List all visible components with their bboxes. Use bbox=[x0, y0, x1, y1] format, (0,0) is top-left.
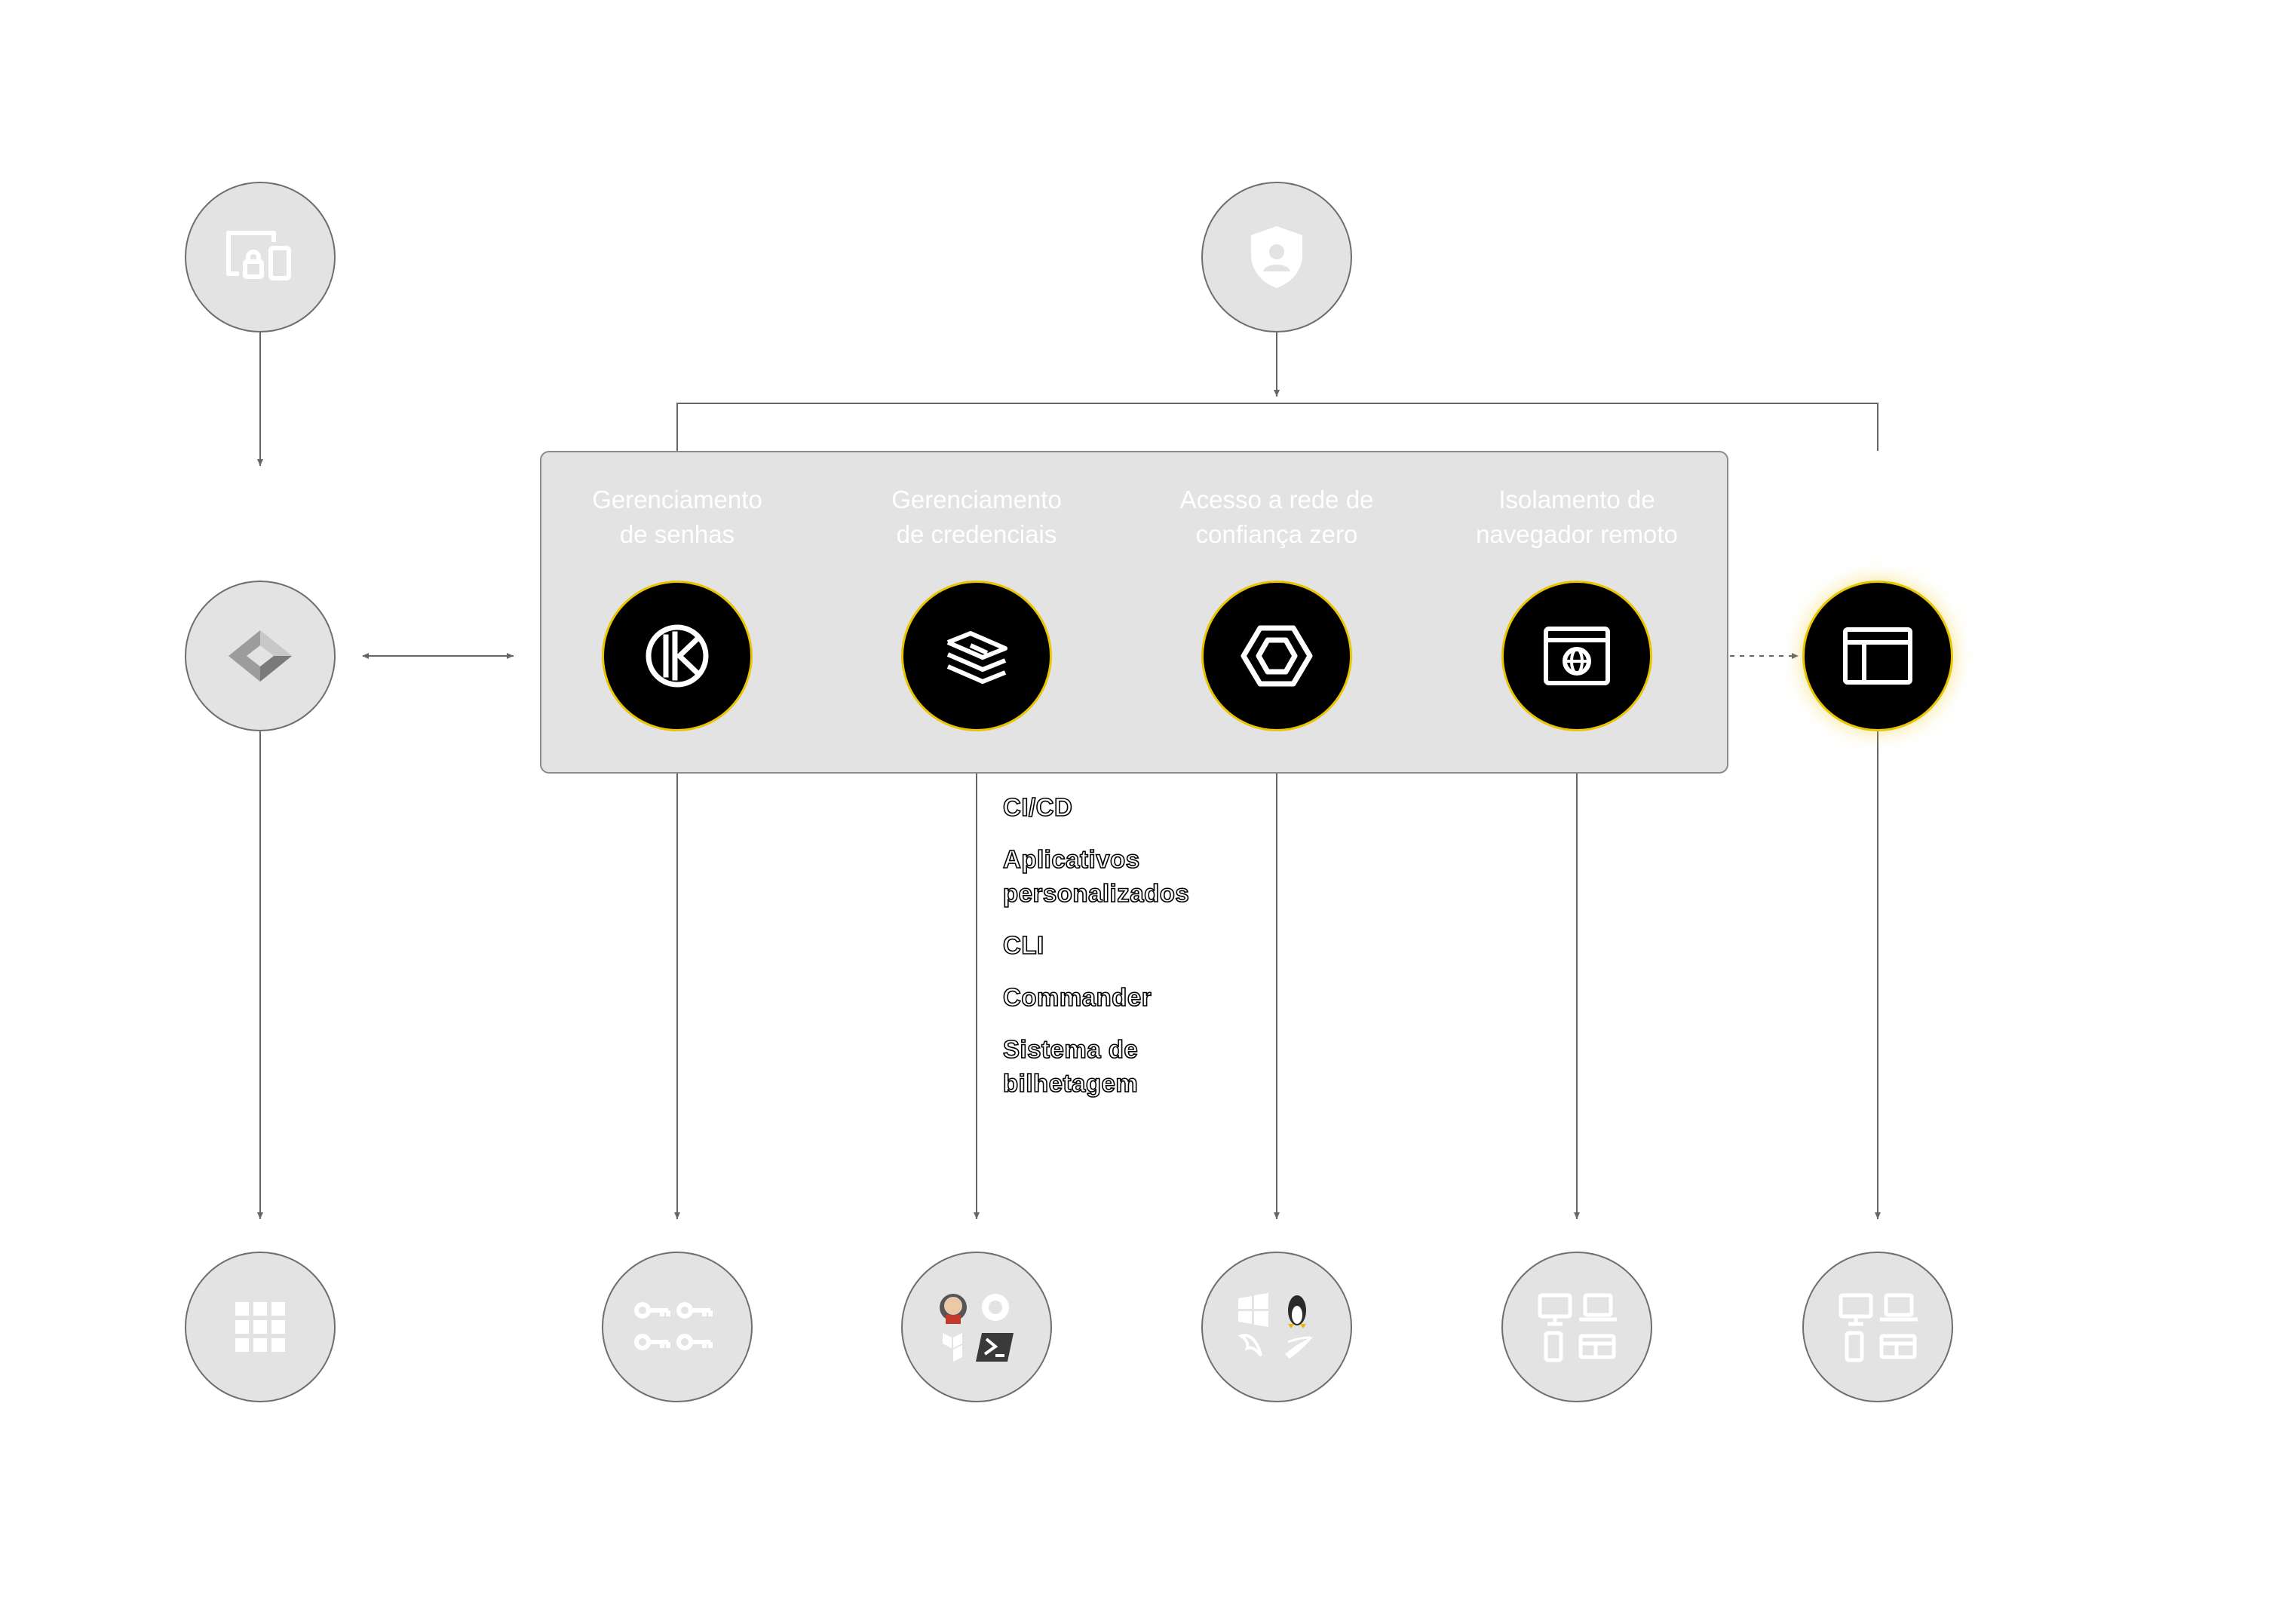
browser-window-icon bbox=[1843, 627, 1912, 685]
integration-commander: Commander bbox=[1002, 982, 1152, 1012]
app-grid-icon bbox=[235, 1302, 285, 1352]
gateway-node[interactable] bbox=[185, 581, 336, 731]
devops-logos-icon bbox=[940, 1294, 1014, 1362]
os-database-logos-icon bbox=[1237, 1293, 1314, 1359]
product-label-passwords: Gerenciamento de senhas bbox=[592, 486, 762, 548]
product-label-zero-trust: Acesso a rede de confiança zero bbox=[1179, 486, 1374, 548]
browser-globe-icon bbox=[1544, 627, 1610, 685]
devices-icon bbox=[1839, 1293, 1918, 1362]
product-label-remote-browser: Isolamento de navegador remoto bbox=[1476, 486, 1678, 548]
integration-custom-apps: Aplicativos personalizados bbox=[1002, 844, 1190, 908]
zero-trust-product-node[interactable] bbox=[1201, 581, 1352, 731]
isolated-browser-node[interactable] bbox=[1802, 581, 1953, 731]
hexagon-connection-icon bbox=[1241, 625, 1313, 687]
devices-lock-icon bbox=[226, 231, 291, 280]
endpoints-node[interactable] bbox=[1501, 1252, 1652, 1402]
integration-ci-cd: CI/CD bbox=[1002, 792, 1073, 822]
identity-bracket-line bbox=[676, 403, 1878, 451]
passwords-node[interactable] bbox=[602, 1252, 753, 1402]
endpoints-isolated-node[interactable] bbox=[1802, 1252, 1953, 1402]
passwords-product-node[interactable] bbox=[602, 581, 753, 731]
infrastructure-node[interactable] bbox=[1201, 1252, 1352, 1402]
devops-tools-node[interactable] bbox=[901, 1252, 1052, 1402]
identity-provider-node[interactable] bbox=[1201, 182, 1352, 332]
integration-ticketing: Sistema de bilhetagem bbox=[1002, 1034, 1139, 1098]
credentials-product-node[interactable] bbox=[901, 581, 1052, 731]
diamond-logo-icon bbox=[228, 630, 292, 682]
remote-browser-product-node[interactable] bbox=[1501, 581, 1652, 731]
apps-grid-node[interactable] bbox=[185, 1252, 336, 1402]
integrations-list: CI/CD Aplicativos personalizados CLI Com… bbox=[1002, 790, 1244, 1118]
devices-icon bbox=[1538, 1293, 1617, 1362]
keeper-logo-icon bbox=[646, 624, 709, 688]
product-label-credentials: Gerenciamento de credenciais bbox=[891, 486, 1062, 548]
device-access-node[interactable] bbox=[185, 182, 336, 332]
keys-icon bbox=[634, 1302, 713, 1350]
secrets-stack-icon bbox=[946, 631, 1007, 684]
integration-cli: CLI bbox=[1002, 930, 1044, 960]
shield-user-icon bbox=[1251, 226, 1302, 288]
